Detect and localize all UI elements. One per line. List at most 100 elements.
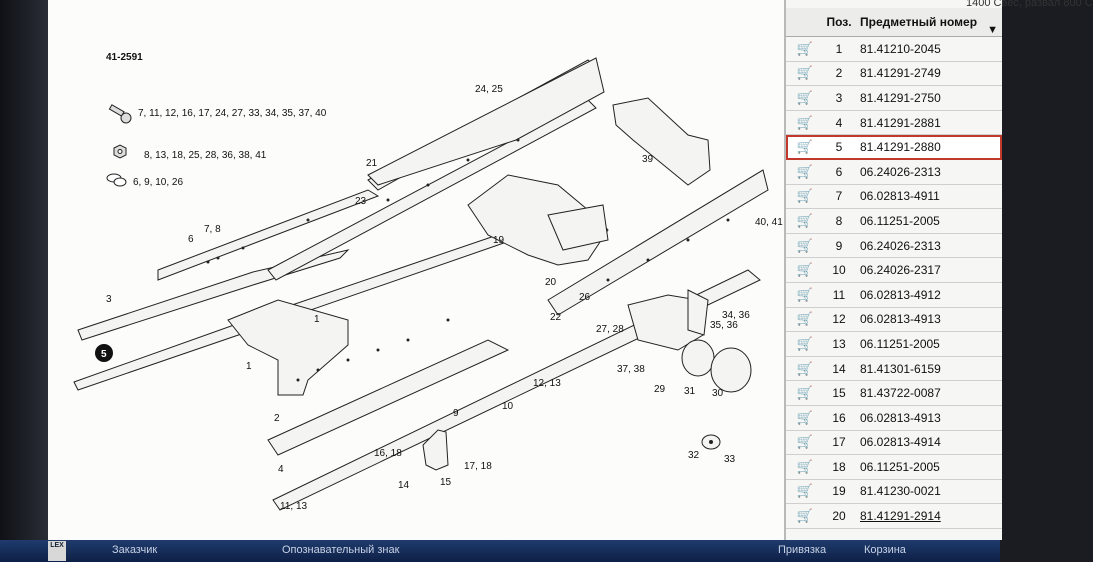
callout-11-13[interactable]: 11, 13 <box>280 501 307 512</box>
cart-icon[interactable]: 🛒 <box>796 385 814 401</box>
crossmember-19[interactable] <box>467 174 609 266</box>
callout-15[interactable]: 15 <box>440 477 452 488</box>
cart-icon[interactable]: 🛒 <box>796 40 814 56</box>
cart-icon[interactable]: 🛒 <box>796 286 814 302</box>
filter-icon[interactable]: ▼ <box>987 24 998 36</box>
callout-29[interactable]: 29 <box>654 384 666 395</box>
cart-icon[interactable]: 🛒 <box>796 89 814 105</box>
bracket-39[interactable] <box>612 97 711 186</box>
frame-rail-front[interactable] <box>157 189 380 281</box>
cart-icon[interactable]: 🛒 <box>796 434 814 450</box>
customer-label[interactable]: Заказчик <box>112 544 158 556</box>
cart-icon[interactable]: 🛒 <box>796 311 814 327</box>
cart-icon[interactable]: 🛒 <box>796 483 814 499</box>
bracket-15[interactable] <box>422 429 449 471</box>
crossmember-1[interactable] <box>227 299 349 396</box>
rear-crossmember-assembly[interactable] <box>627 289 752 393</box>
callout-40-41[interactable]: 40, 41 <box>755 217 783 228</box>
cart-icon[interactable]: 🛒 <box>796 237 814 253</box>
cart-button[interactable]: Корзина <box>864 544 906 556</box>
row-part-number: 81.41291-2749 <box>860 66 941 81</box>
callout-20[interactable]: 20 <box>545 277 557 288</box>
callout-39[interactable]: 39 <box>642 154 654 165</box>
cart-icon[interactable]: 🛒 <box>796 212 814 228</box>
callout-30[interactable]: 30 <box>712 388 724 399</box>
callout-22[interactable]: 22 <box>550 312 562 323</box>
application-window: 41-2591 7, 11, 12, 16, 17, 24, 27, 33, 3… <box>48 0 1093 540</box>
cart-icon[interactable]: 🛒 <box>796 508 814 524</box>
callout-19[interactable]: 19 <box>493 235 505 246</box>
callout-26[interactable]: 26 <box>579 292 591 303</box>
cart-icon[interactable]: 🛒 <box>796 188 814 204</box>
callout-12-13[interactable]: 12, 13 <box>533 378 561 389</box>
id-mark-label[interactable]: Опознавательный знак <box>282 544 400 556</box>
washer-32[interactable] <box>701 434 721 450</box>
cart-icon[interactable]: 🛒 <box>796 139 814 155</box>
side-member-top[interactable] <box>367 57 605 186</box>
legend-bolts: 7, 11, 12, 16, 17, 24, 27, 33, 34, 35, 3… <box>138 108 327 119</box>
header-part-number[interactable]: Предметный номер <box>860 15 978 29</box>
cart-icon[interactable]: 🛒 <box>796 409 814 425</box>
callout-9[interactable]: 9 <box>453 408 459 419</box>
callout-23[interactable]: 23 <box>355 196 367 207</box>
callout-6[interactable]: 6 <box>188 234 194 245</box>
callout-16-18[interactable]: 16, 18 <box>374 448 402 459</box>
row-pos: 4 <box>835 115 843 130</box>
callout-33[interactable]: 33 <box>724 454 736 465</box>
binding-button[interactable]: Привязка <box>778 544 827 556</box>
callout-2[interactable]: 2 <box>274 413 280 424</box>
callout-4[interactable]: 4 <box>278 464 284 475</box>
callout-27-28[interactable]: 27, 28 <box>596 324 624 335</box>
callout-17-18[interactable]: 17, 18 <box>464 461 492 472</box>
callout-35-36[interactable]: 35, 36 <box>710 320 738 331</box>
cart-icon[interactable]: 🛒 <box>796 114 814 130</box>
cart-icon[interactable]: 🛒 <box>796 65 814 81</box>
row-part-number: 81.41291-2881 <box>860 115 941 130</box>
selected-callout-marker[interactable] <box>95 344 113 362</box>
callout-1b[interactable]: 1 <box>314 314 320 325</box>
callout-1[interactable]: 1 <box>246 361 252 372</box>
cart-icon[interactable]: 🛒 <box>796 458 814 474</box>
row-part-number: 06.11251-2005 <box>860 213 940 228</box>
callout-32[interactable]: 32 <box>688 450 700 461</box>
cart-icon[interactable]: 🛒 <box>796 360 814 376</box>
table-row[interactable]: 🛒 4 81.41291-2881 <box>786 111 1002 136</box>
screen-bezel <box>0 0 48 562</box>
cart-icon[interactable]: 🛒 <box>796 335 814 351</box>
callout-37-38[interactable]: 37, 38 <box>617 364 645 375</box>
cart-icon[interactable]: 🛒 <box>796 163 814 179</box>
callout-3[interactable]: 3 <box>106 294 112 305</box>
cart-icon[interactable]: 🛒 <box>796 262 814 278</box>
callout-7-8[interactable]: 7, 8 <box>204 224 221 235</box>
row-part-number: 06.02813-4912 <box>860 287 941 302</box>
callout-5[interactable]: 5 <box>101 349 107 360</box>
callout-34-36[interactable]: 34, 36 <box>722 310 750 321</box>
callout-21[interactable]: 21 <box>366 158 378 169</box>
status-bar: Заказчик Опознавательный знак Привязка К… <box>0 540 1000 562</box>
header-pos[interactable]: Поз. <box>826 15 852 29</box>
callout-10[interactable]: 10 <box>502 401 514 412</box>
callout-24-25[interactable]: 24, 25 <box>475 84 503 95</box>
exploded-parts-diagram[interactable]: 41-2591 7, 11, 12, 16, 17, 24, 27, 33, 3… <box>48 0 783 540</box>
callout-14[interactable]: 14 <box>398 480 410 491</box>
callout-31[interactable]: 31 <box>684 386 696 397</box>
